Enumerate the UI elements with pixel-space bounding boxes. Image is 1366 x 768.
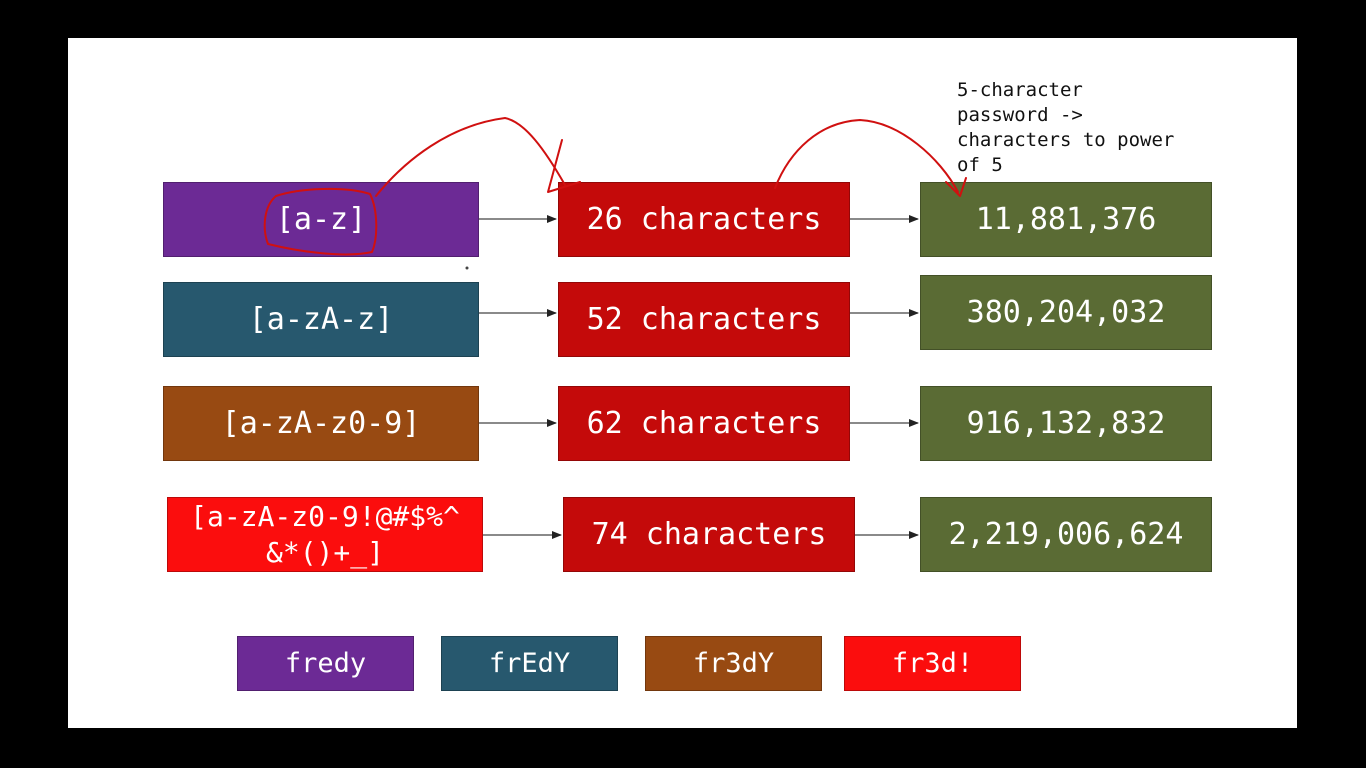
charset-box-with-symbols: [a-zA-z0-9!@#$%^&*()+_] <box>167 497 483 572</box>
result-box-62: 916,132,832 <box>920 386 1212 461</box>
count-box-52: 52 characters <box>558 282 850 357</box>
count-box-74: 74 characters <box>563 497 855 572</box>
result-box-74: 2,219,006,624 <box>920 497 1212 572</box>
slide <box>68 38 1297 728</box>
count-box-62: 62 characters <box>558 386 850 461</box>
result-box-26: 11,881,376 <box>920 182 1212 257</box>
charset-box-alphanumeric: [a-zA-z0-9] <box>163 386 479 461</box>
power-of-five-note: 5-character password -> characters to po… <box>957 79 1175 176</box>
charset-box-mixed-case: [a-zA-z] <box>163 282 479 357</box>
example-password-lowercase: fredy <box>237 636 414 691</box>
example-password-with-symbol: fr3d! <box>844 636 1021 691</box>
example-password-mixed-case: frEdY <box>441 636 618 691</box>
result-box-52: 380,204,032 <box>920 275 1212 350</box>
count-box-26: 26 characters <box>558 182 850 257</box>
charset-box-lowercase: [a-z] <box>163 182 479 257</box>
example-password-alphanumeric: fr3dY <box>645 636 822 691</box>
